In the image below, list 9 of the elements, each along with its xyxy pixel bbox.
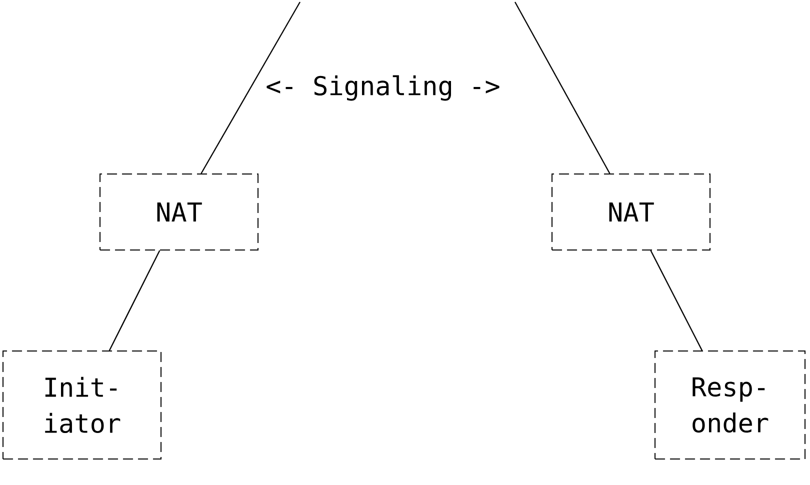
line (514, 2, 610, 174)
signaling-label: <- Signaling -> (266, 75, 500, 101)
line (108, 250, 160, 351)
box: NAT (100, 174, 258, 250)
line (650, 250, 703, 351)
line (200, 2, 301, 174)
box: Init- iator (2, 350, 162, 460)
box: Resp- onder (654, 350, 806, 460)
box: NAT (552, 174, 710, 250)
